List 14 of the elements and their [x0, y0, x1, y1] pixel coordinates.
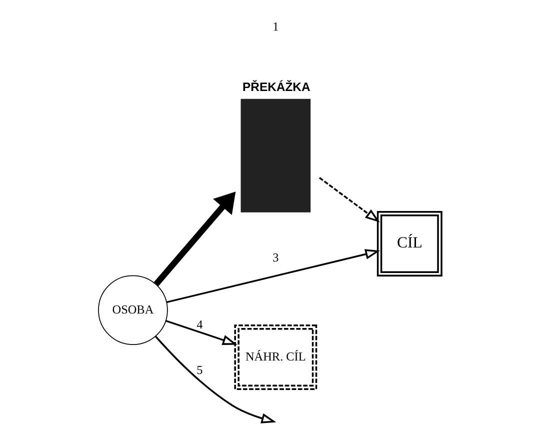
arrow: [153, 192, 236, 286]
node-box: CÍL: [376, 211, 442, 276]
node-label: PŘEKÁŽKA: [242, 80, 310, 94]
node-circle: OSOBA: [98, 275, 168, 346]
edge-label: 3: [272, 250, 278, 264]
arrow: [165, 320, 237, 345]
node-box: [240, 98, 310, 212]
edge-label: 5: [196, 362, 202, 377]
arrow: [166, 249, 380, 304]
edge-label: 4: [196, 318, 202, 332]
label: 1: [272, 20, 278, 34]
arrow: [154, 336, 276, 424]
node-box: NÁHR. CÍL: [234, 324, 317, 390]
arrow: [318, 177, 380, 222]
